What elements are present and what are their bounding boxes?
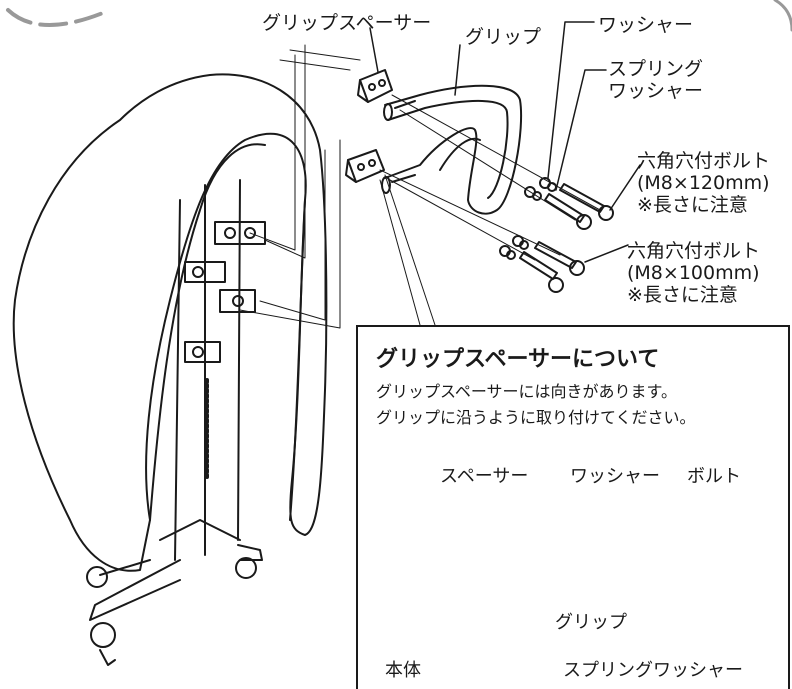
lower-frame-brace	[159, 519, 241, 541]
label-bolt-short-name: 六角穴付ボルト	[627, 240, 761, 262]
leader-lines	[369, 21, 641, 263]
label-bolt-long-note: ※長さに注意	[637, 194, 748, 216]
base-rear-leg	[99, 559, 151, 576]
dashed-circle-fragment	[6, 8, 112, 27]
label-spring-washer-line-2: ワッシャー	[608, 80, 704, 102]
upper-bolts	[544, 183, 614, 230]
detail-label-washer: ワッシャー	[570, 466, 660, 487]
detail-label-grip: グリップ	[555, 612, 627, 633]
main-body	[12, 73, 328, 666]
caster-2	[90, 622, 116, 648]
base-leg-left	[89, 559, 181, 621]
board-inner-seam	[149, 143, 266, 521]
frame-mount-2	[184, 261, 226, 283]
label-spring-washer: スプリング ワッシャー	[608, 58, 703, 102]
guide-lines	[239, 44, 436, 329]
grip-tube	[381, 84, 523, 215]
label-grip-spacer: グリップスペーサー	[262, 12, 432, 34]
label-bolt-short-note: ※長さに注意	[627, 284, 738, 306]
caster-4	[99, 649, 116, 666]
label-bolt-long: 六角穴付ボルト (M8×120mm) ※長さに注意	[637, 150, 770, 216]
label-bolt-short-size: (M8×100mm)	[627, 262, 760, 284]
note-line-2: グリップに沿うように取り付けてください。	[376, 408, 696, 427]
label-bolt-short: 六角穴付ボルト (M8×100mm) ※長さに注意	[627, 240, 760, 306]
detail-label-bolt: ボルト	[687, 466, 741, 487]
board-back-edge	[289, 199, 306, 521]
board-cover-outline	[12, 73, 328, 572]
label-spring-washer-line-1: スプリング	[608, 58, 704, 80]
bolt-axis-lines	[379, 94, 601, 261]
note-body: グリップスペーサーには向きがあります。 グリップに沿うように取り付けてください。	[376, 379, 696, 431]
note-line-1: グリップスペーサーには向きがあります。	[376, 382, 677, 401]
grip-spacer-note: グリップスペーサーについて グリップスペーサーには向きがあります。 グリップに沿…	[356, 325, 790, 689]
base-leg-right	[237, 544, 263, 561]
label-washer: ワッシャー	[598, 14, 694, 36]
detail-label-spacer: スペーサー	[440, 466, 529, 487]
caster-3	[235, 557, 257, 579]
label-bolt-long-size: (M8×120mm)	[637, 172, 770, 194]
detail-label-body: 本体	[385, 660, 421, 681]
frame-right-rail	[237, 179, 241, 541]
label-bolt-long-name: 六角穴付ボルト	[637, 150, 771, 172]
frame-mount-4	[184, 341, 221, 363]
edge-frame-fragment	[773, 0, 792, 32]
lower-grip-spacer	[345, 149, 385, 183]
detail-label-spring-washer: スプリングワッシャー	[563, 660, 743, 681]
upper-grip-spacer	[357, 69, 393, 103]
frame-mount-3	[219, 289, 256, 313]
note-title: グリップスペーサーについて	[376, 347, 660, 372]
lower-washers	[499, 235, 529, 260]
frame-mount-1	[214, 221, 266, 245]
frame-left-rail	[174, 199, 181, 561]
caster-1	[86, 566, 108, 588]
lower-bolts	[519, 241, 585, 293]
label-grip: グリップ	[465, 26, 542, 48]
upper-washers	[524, 177, 557, 201]
